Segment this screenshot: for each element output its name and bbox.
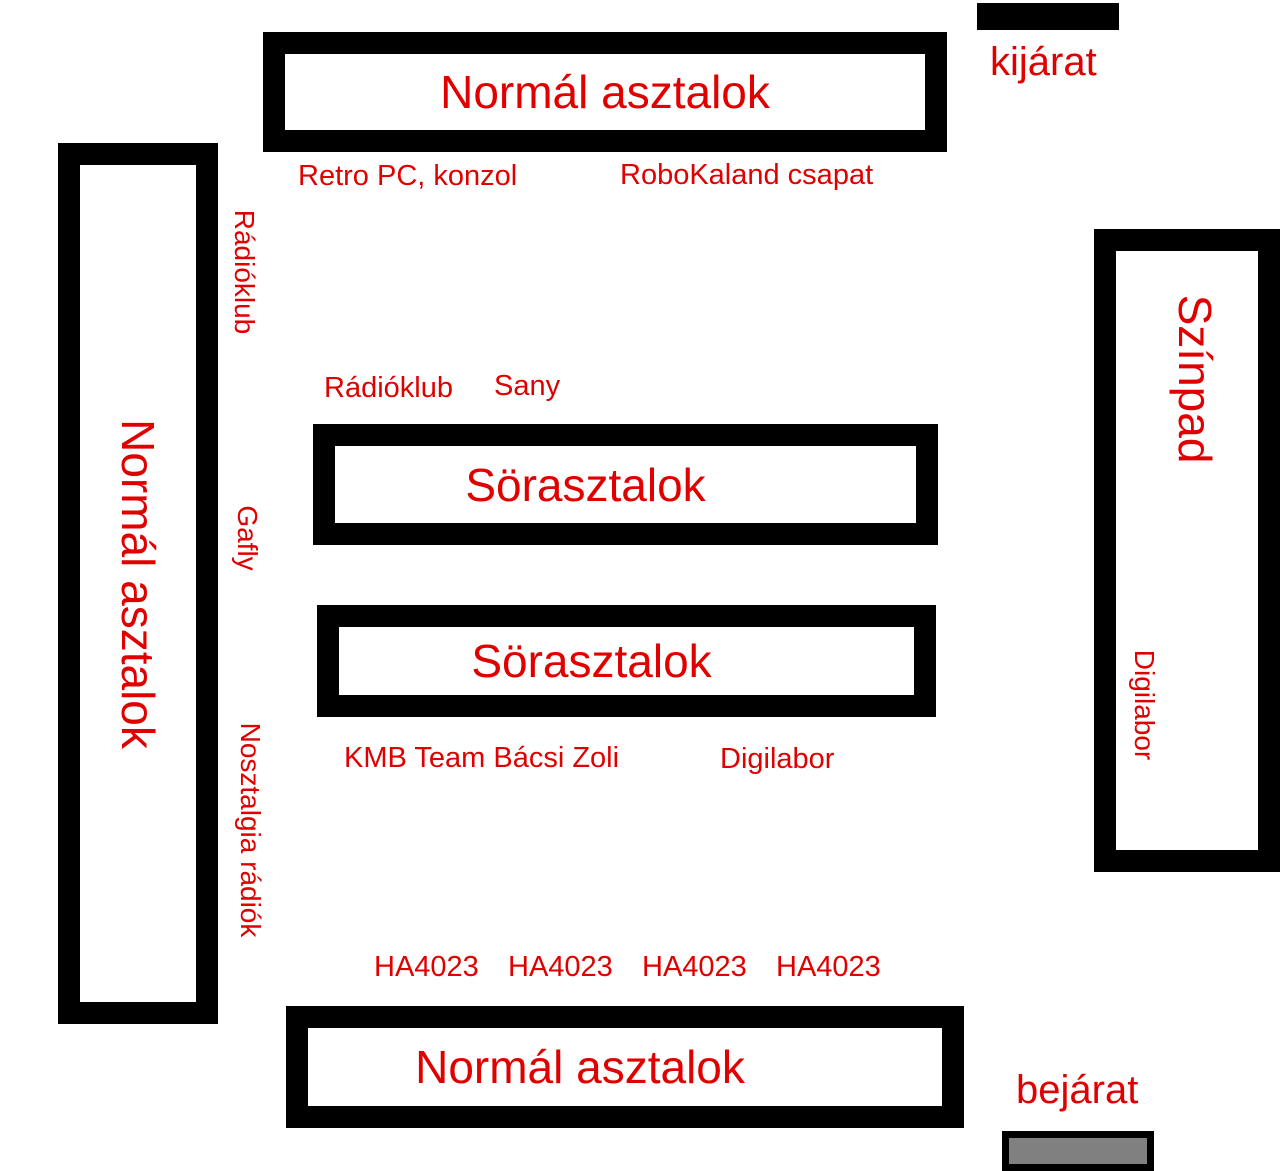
stand-digilabor-stage: Digilabor	[1129, 649, 1160, 761]
entrance-door	[1002, 1131, 1154, 1171]
exit-label: kijárat	[990, 40, 1097, 84]
stand-digilabor-center: Digilabor	[720, 743, 835, 775]
exit-door	[977, 3, 1119, 30]
stand-ha4023-2: HA4023	[508, 951, 613, 983]
beer-tables-upper: Sörasztalok	[313, 424, 938, 545]
entrance-label: bejárat	[1016, 1068, 1139, 1112]
stand-ha4023-1: HA4023	[374, 951, 479, 983]
top-normal-tables-label: Normál asztalok	[440, 66, 770, 118]
stage-label: Színpad	[1169, 294, 1221, 463]
stand-robokaland: RoboKaland csapat	[620, 159, 874, 191]
stand-retro-pc: Retro PC, konzol	[298, 160, 518, 192]
bottom-normal-tables: Normál asztalok	[286, 1006, 964, 1128]
stand-radioklub: Rádióklub	[324, 372, 453, 404]
stand-radioklub-side: Rádióklub	[229, 209, 260, 335]
top-normal-tables: Normál asztalok	[263, 32, 947, 152]
beer-tables-lower: Sörasztalok	[317, 605, 936, 717]
stage: Színpad	[1094, 229, 1280, 872]
stand-ha4023-3: HA4023	[642, 951, 747, 983]
stand-kmb-team: KMB Team Bácsi Zoli	[344, 742, 620, 774]
left-normal-tables-label: Normál asztalok	[112, 418, 164, 749]
beer-tables-upper-label: Sörasztalok	[465, 458, 706, 511]
stand-ha4023-4: HA4023	[776, 951, 881, 983]
bottom-normal-tables-label: Normál asztalok	[415, 1041, 745, 1093]
stand-sany: Sany	[494, 370, 561, 402]
beer-tables-lower-label: Sörasztalok	[471, 635, 712, 687]
stand-nosztalgia: Nosztalgia rádiók	[235, 722, 266, 938]
left-normal-tables: Normál asztalok	[58, 143, 218, 1024]
stand-gafly: Gafly	[232, 505, 263, 571]
